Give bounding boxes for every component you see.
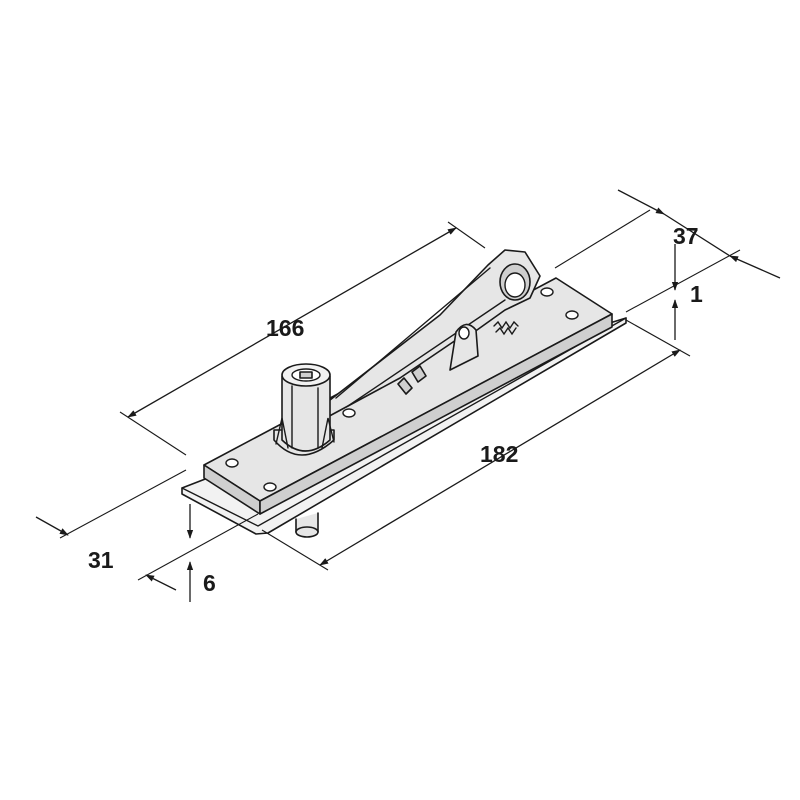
label-182: 182 — [480, 441, 518, 467]
pivot-spindle — [273, 363, 335, 456]
screw-hole — [540, 287, 554, 297]
dimension-37 — [554, 189, 781, 313]
dimension-166 — [119, 221, 486, 456]
screw-hole — [263, 482, 277, 492]
bottom-pin — [295, 512, 319, 538]
screw-hole — [342, 408, 356, 418]
label-166: 166 — [266, 315, 304, 341]
label-1: 1 — [690, 281, 703, 307]
pivot-part — [181, 249, 627, 538]
screw-hole — [565, 310, 579, 320]
cover-plate — [203, 277, 613, 515]
label-31: 31 — [88, 547, 114, 573]
dimension-lines — [35, 189, 781, 602]
spring — [493, 320, 519, 336]
dimension-31 — [35, 469, 259, 591]
dimension-182 — [261, 319, 691, 571]
label-37: 37 — [673, 223, 699, 249]
dimension-labels: 166 182 37 1 31 6 — [88, 223, 703, 596]
label-6: 6 — [203, 570, 216, 596]
screw-hole — [225, 458, 239, 468]
